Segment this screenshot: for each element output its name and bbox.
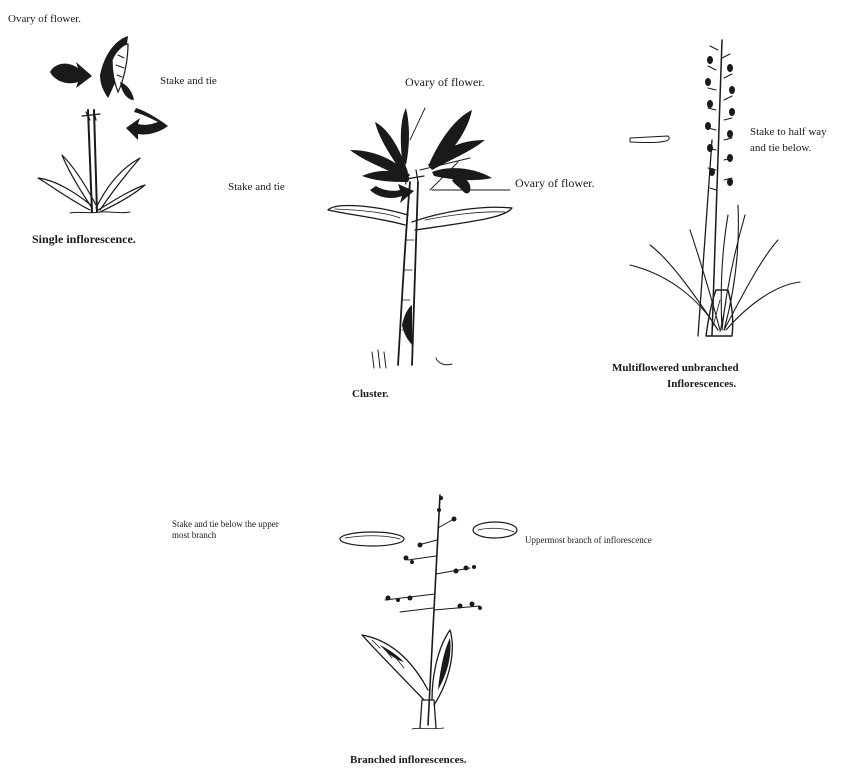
branched-caption: Branched inflorescences. xyxy=(350,754,467,766)
cluster-stake-label: Stake and tie xyxy=(228,180,285,194)
multiflowered-plant xyxy=(630,40,800,336)
branched-uppermost-label: Uppermost branch of inflorescence xyxy=(525,535,745,546)
cluster-ovary-top-label: Ovary of flower. xyxy=(405,75,485,89)
single-caption: Single inflorescence. xyxy=(32,232,136,247)
multi-caption-line1: Multiflowered unbranched xyxy=(612,362,739,374)
single-ovary-label: Ovary of flower. xyxy=(8,12,81,26)
multi-stake-label-line1: Stake to half way xyxy=(750,125,827,139)
single-stake-label: Stake and tie xyxy=(160,74,217,88)
single-inflorescence-plant xyxy=(38,36,168,213)
branched-stake-label-line1: Stake and tie below the upper xyxy=(172,519,342,530)
cluster-ovary-right-label: Ovary of flower. xyxy=(515,176,595,190)
branched-plant xyxy=(340,495,517,729)
cluster-plant xyxy=(328,108,512,368)
cluster-caption: Cluster. xyxy=(352,388,389,400)
branched-stake-label-line2: most branch xyxy=(172,530,342,541)
multi-stake-label-line2: and tie below. xyxy=(750,141,811,155)
multi-caption-line2: Inflorescences. xyxy=(667,378,736,390)
